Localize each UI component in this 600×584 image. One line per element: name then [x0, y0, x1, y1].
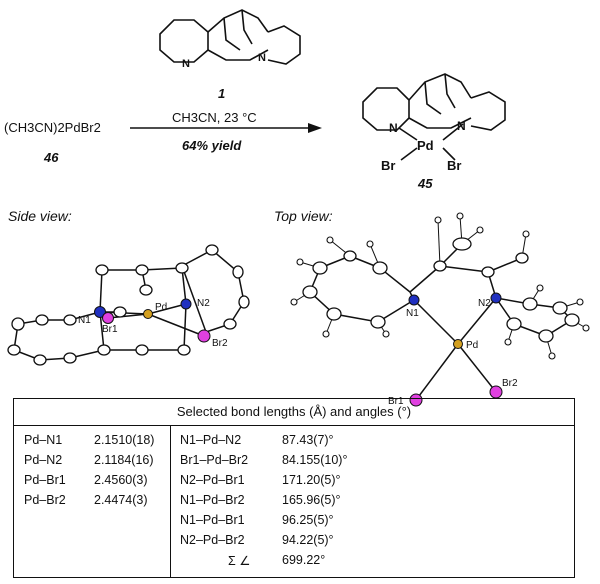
top-n2-atom [490, 292, 502, 304]
product-n-left: N [389, 121, 398, 135]
side-br1-atom [102, 312, 114, 324]
ligand-n-left: N [182, 58, 190, 70]
angle-row-6-label: N2–Pd–Br2 [180, 533, 245, 547]
product-br-right: Br [447, 158, 461, 173]
side-n2-label: N2 [197, 298, 210, 309]
ligand-1-structure: N N [159, 9, 301, 70]
bond-table: Selected bond lengths (Å) and angles (°)… [13, 398, 575, 578]
length-row-3-value: 2.4560(3) [94, 473, 148, 487]
side-n2-atom [180, 298, 192, 310]
length-row-4-bond: Pd–Br2 [24, 493, 66, 507]
side-view-title: Side view: [8, 208, 72, 224]
side-view-ortep: N1 Br1 Pd N2 Br2 [7, 244, 250, 366]
top-br1-label: Br1 [388, 396, 404, 407]
top-br2-label: Br2 [502, 378, 518, 389]
starting-material: (CH3CN)2PdBr2 [4, 120, 101, 135]
side-n1-atom [94, 306, 106, 318]
length-row-2-bond: Pd–N2 [24, 453, 63, 467]
product-n-right: N [457, 119, 466, 133]
top-n1-atom [408, 294, 420, 306]
angle-row-6-value: 94.22(5)° [282, 533, 334, 547]
top-pd-atom [453, 339, 463, 349]
angle-row-4-label: N1–Pd–Br2 [180, 493, 245, 507]
ligand-label: 1 [218, 86, 226, 101]
angle-row-2-value: 84.155(10)° [282, 453, 348, 467]
angle-row-3-label: N2–Pd–Br1 [180, 473, 245, 487]
product-br-left: Br [381, 158, 395, 173]
angle-row-1-value: 87.43(7)° [282, 433, 334, 447]
ligand-n-right: N [258, 52, 266, 64]
length-row-1-value: 2.1510(18) [94, 433, 155, 447]
angle-sum-label: Σ ∠ [228, 554, 251, 568]
reaction-arrow [130, 123, 322, 133]
top-br1-atom [409, 393, 423, 407]
reaction-yield: 64% yield [182, 138, 242, 153]
angle-row-2-label: Br1–Pd–Br2 [180, 453, 249, 467]
length-row-3-bond: Pd–Br1 [24, 473, 66, 487]
angle-row-3-value: 171.20(5)° [282, 473, 341, 487]
angle-row-5-label: N1–Pd–Br1 [180, 513, 245, 527]
length-row-2-value: 2.1184(16) [94, 453, 154, 467]
top-n1-label: N1 [406, 308, 419, 319]
length-row-4-value: 2.4474(3) [94, 493, 148, 507]
top-view-title: Top view: [274, 208, 333, 224]
top-br2-atom [489, 385, 503, 399]
side-br1-label: Br1 [102, 324, 118, 335]
product-45-structure: N N Pd Br Br [362, 73, 506, 173]
angle-row-1-label: N1–Pd–N2 [180, 433, 242, 447]
starting-material-label: 46 [44, 150, 59, 165]
side-pd-label: Pd [155, 302, 167, 313]
side-br2-atom [197, 329, 211, 343]
product-pd: Pd [417, 138, 434, 153]
side-br2-label: Br2 [212, 338, 228, 349]
reaction-conditions: CH3CN, 23 °C [172, 110, 257, 125]
top-pd-label: Pd [466, 340, 478, 351]
product-label: 45 [418, 176, 433, 191]
top-n2-label: N2 [478, 298, 491, 309]
side-n1-label: N1 [78, 315, 91, 326]
side-pd-atom [143, 309, 153, 319]
top-view-ortep: N1 N2 Pd Br1 Br2 [290, 212, 590, 407]
bond-table-title: Selected bond lengths (Å) and angles (°) [14, 399, 574, 426]
bond-table-divider [170, 425, 171, 577]
angle-row-4-value: 165.96(5)° [282, 493, 341, 507]
angle-sum-value: 699.22° [282, 553, 326, 567]
length-row-1-bond: Pd–N1 [24, 433, 63, 447]
angle-row-5-value: 96.25(5)° [282, 513, 334, 527]
